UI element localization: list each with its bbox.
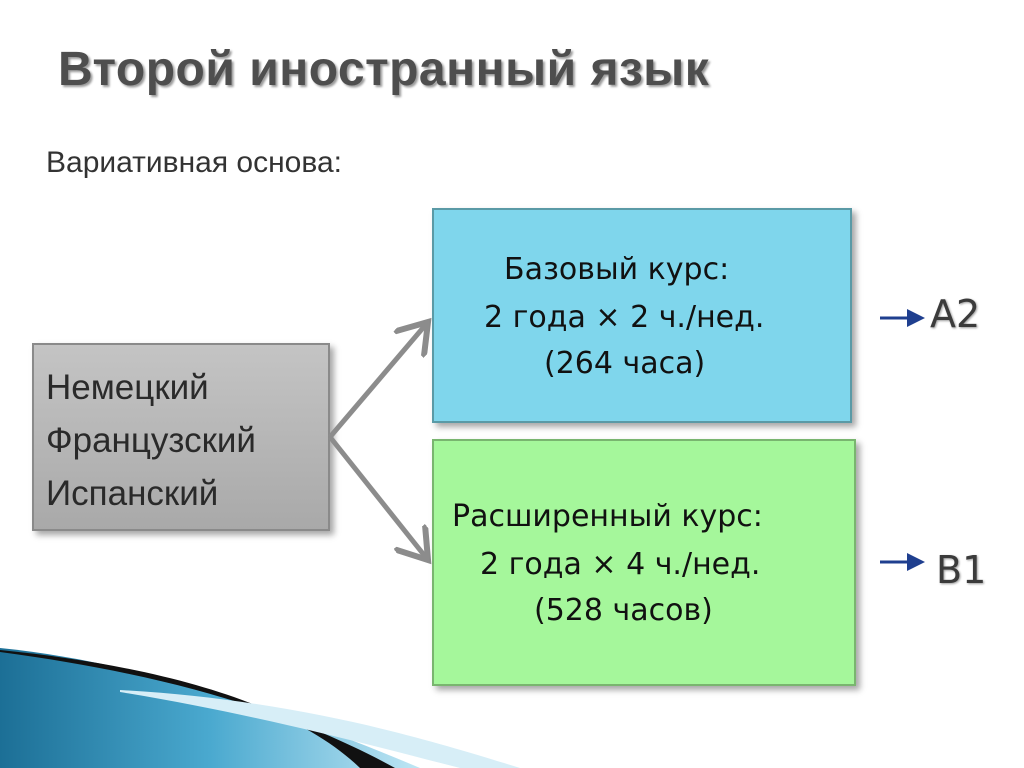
basic-course-box: Базовый курс: 2 года × 2 ч./нед. (264 ча…	[432, 208, 852, 423]
language-french: Французский	[46, 421, 256, 460]
level-a2: A2	[930, 292, 981, 336]
language-spanish: Испанский	[46, 474, 219, 513]
extended-course-hours: 2 года × 4 ч./нед.	[480, 547, 761, 582]
extended-course-box: Расширенный курс: 2 года × 4 ч./нед. (52…	[432, 439, 856, 686]
language-german: Немецкий	[46, 368, 209, 407]
slide-subtitle: Вариативная основа:	[46, 146, 342, 179]
arrow-to-extended	[328, 435, 428, 560]
extended-course-title: Расширенный курс:	[452, 499, 763, 534]
languages-box: Немецкий Французский Испанский	[32, 343, 330, 531]
basic-course-title: Базовый курс:	[504, 252, 730, 287]
slide-title: Второй иностранный язык	[58, 43, 710, 96]
basic-course-hours: 2 года × 2 ч./нед.	[484, 300, 765, 335]
basic-course-total: (264 часа)	[544, 346, 706, 381]
extended-course-total: (528 часов)	[534, 593, 713, 628]
arrow-to-basic	[328, 322, 428, 439]
level-b1: B1	[936, 548, 987, 592]
